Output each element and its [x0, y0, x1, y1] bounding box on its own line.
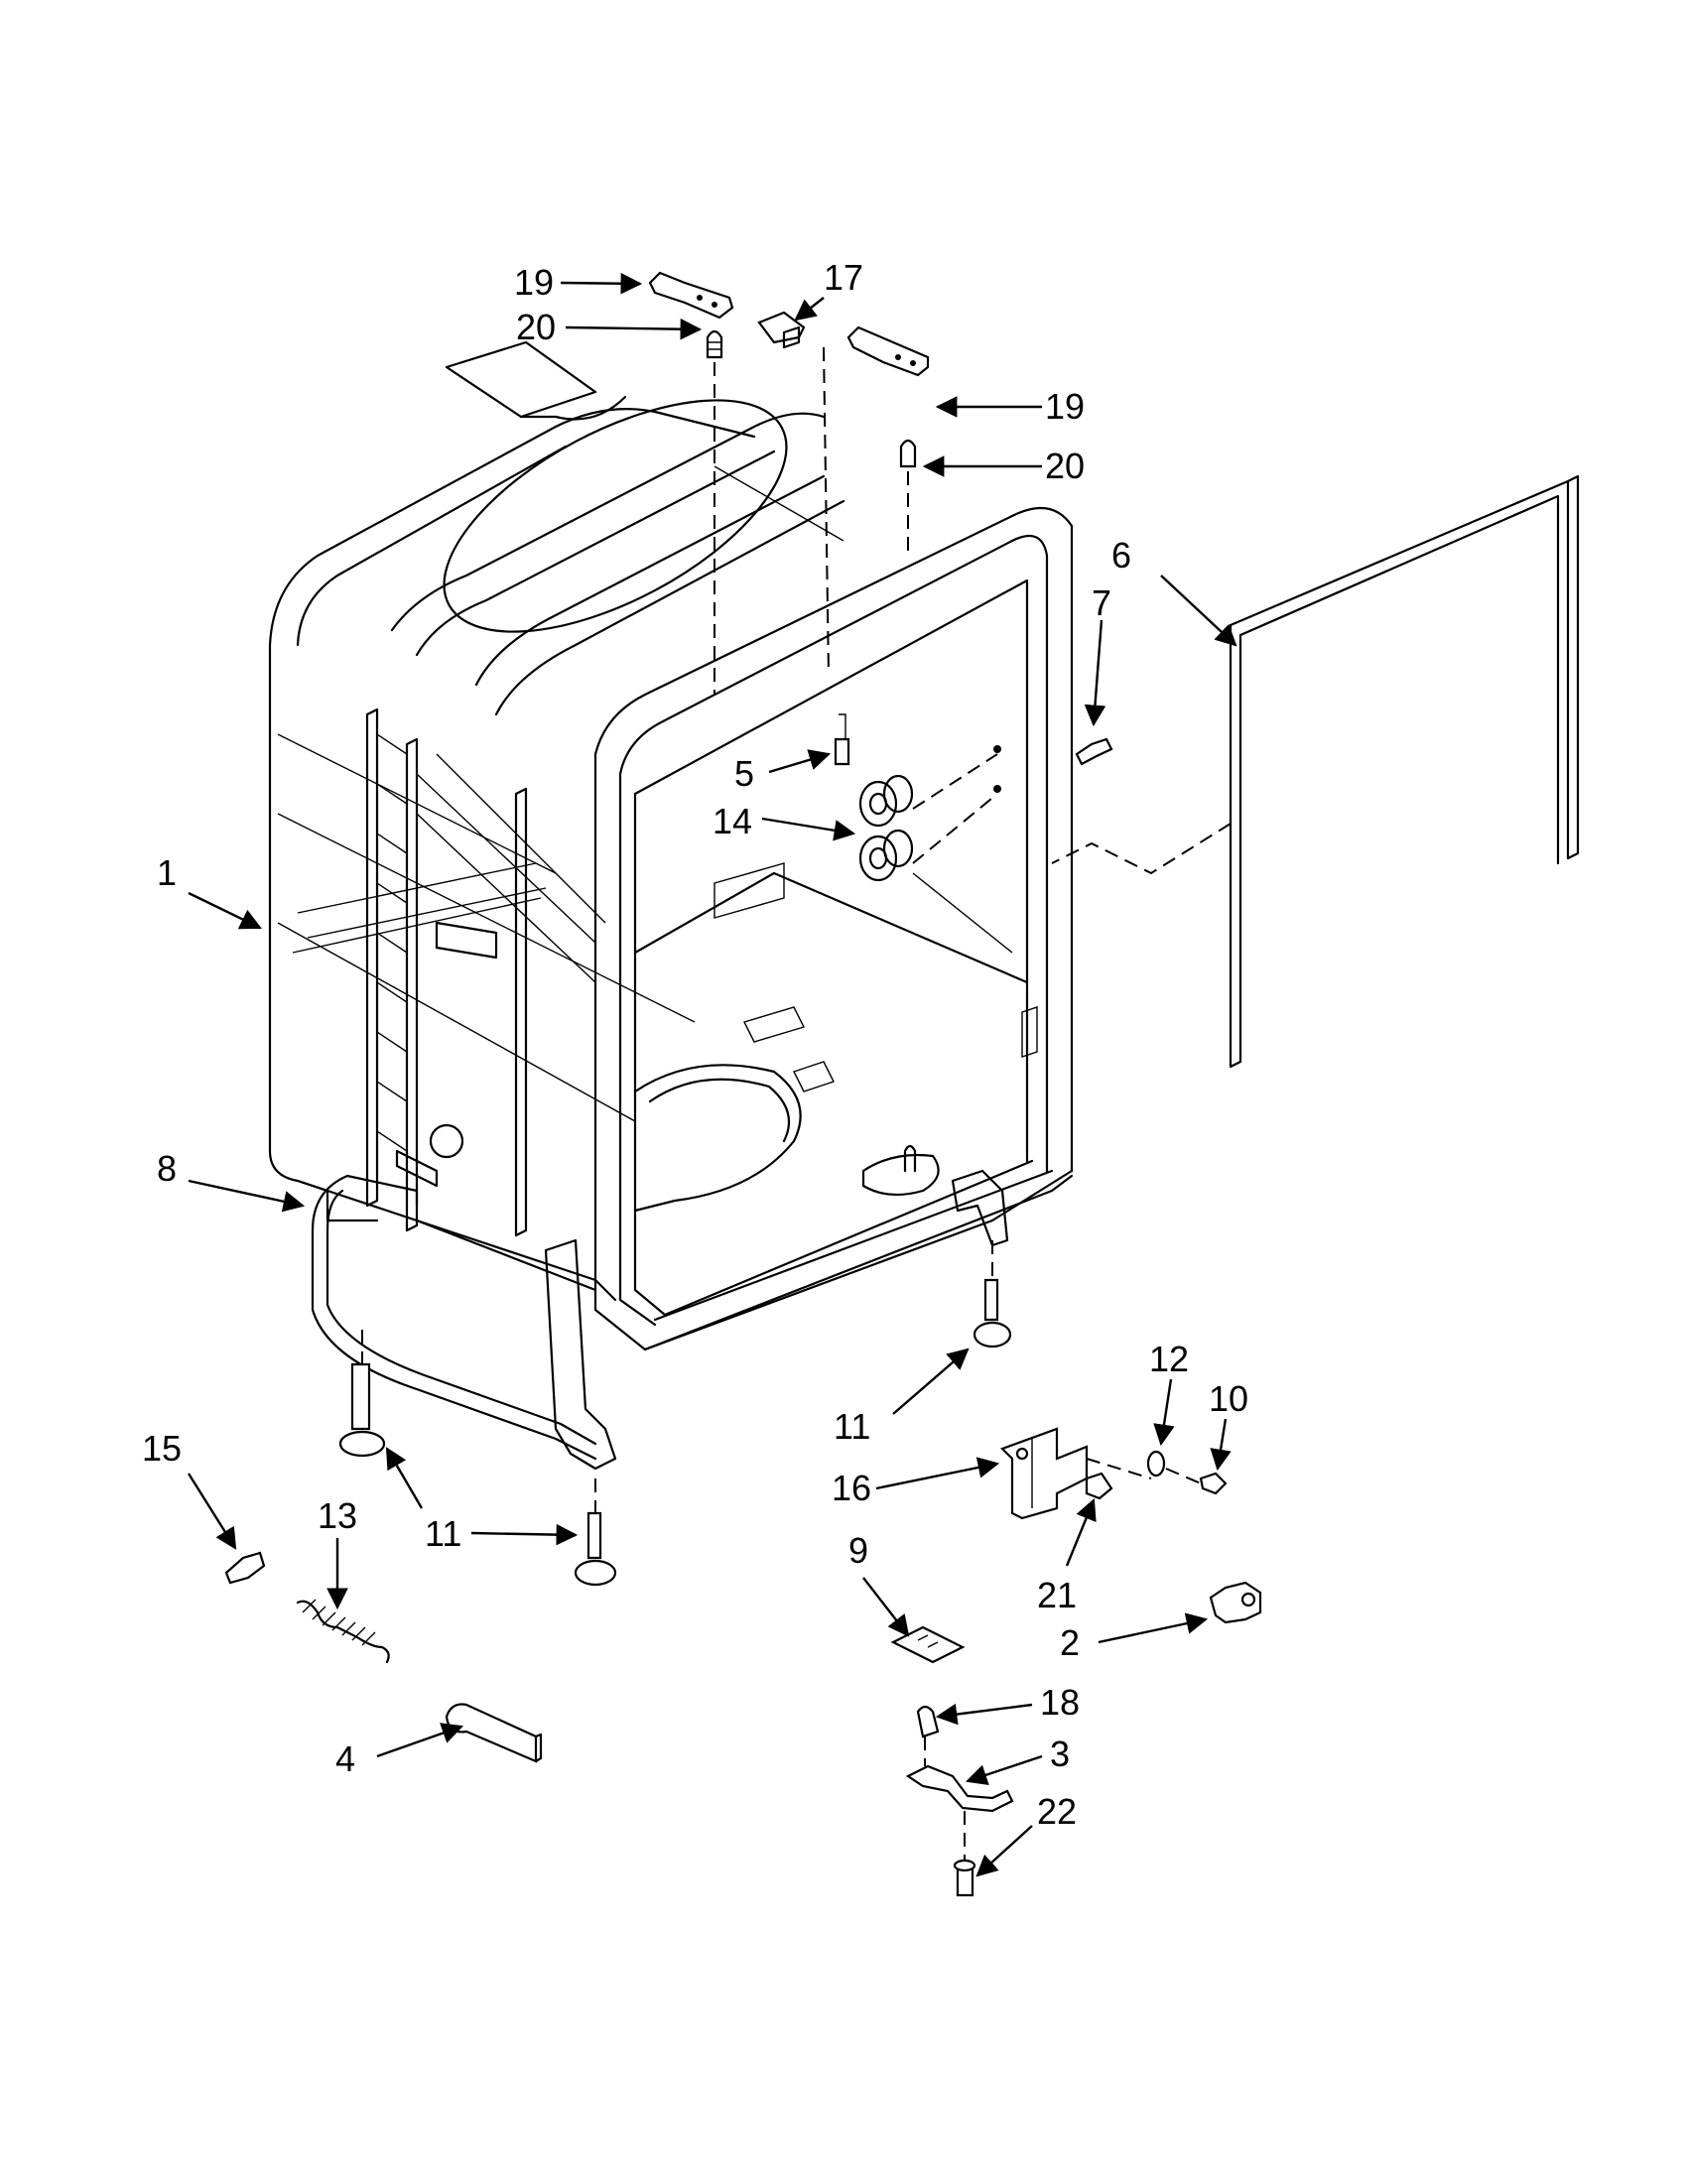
rollers-14 — [858, 774, 914, 882]
clip-17 — [757, 311, 806, 349]
screw-7 — [1075, 737, 1113, 766]
callout-1: 1 — [157, 852, 177, 893]
pad-9 — [890, 1625, 966, 1664]
leveling-leg-11b — [574, 1511, 617, 1587]
leveling-leg-11c — [973, 1278, 1012, 1349]
callout-19b: 19 — [1045, 386, 1085, 427]
callout-4: 4 — [335, 1738, 355, 1779]
callout-11b: 11 — [425, 1513, 461, 1554]
callout-17: 17 — [824, 257, 863, 298]
bracket-16 — [1000, 1427, 1089, 1520]
callout-13: 13 — [318, 1495, 357, 1536]
callout-16: 16 — [832, 1468, 871, 1508]
callout-5: 5 — [734, 753, 754, 794]
screw-10 — [1199, 1472, 1228, 1495]
screw-20b — [899, 439, 917, 468]
callout-6: 6 — [1111, 535, 1131, 576]
callout-7: 7 — [1092, 582, 1111, 623]
screw-20a — [706, 329, 723, 359]
callout-2: 2 — [1060, 1622, 1080, 1663]
bracket-19b — [846, 325, 930, 377]
callout-19a: 19 — [514, 262, 554, 303]
hose-8 — [311, 1174, 597, 1461]
door-gasket — [1051, 474, 1580, 1069]
bracket-19a — [648, 271, 734, 320]
spring-13 — [296, 1599, 390, 1664]
screw-22 — [953, 1859, 976, 1897]
callout-21: 21 — [1037, 1575, 1077, 1615]
washer-12 — [1146, 1450, 1166, 1477]
callout-12: 12 — [1149, 1339, 1189, 1379]
latch-2 — [1209, 1581, 1262, 1624]
screw-15 — [224, 1551, 266, 1585]
callout-20b: 20 — [1045, 446, 1085, 486]
callout-10: 10 — [1209, 1378, 1248, 1419]
callout-22: 22 — [1037, 1791, 1077, 1832]
callout-8: 8 — [157, 1148, 177, 1189]
leveling-leg-11a — [338, 1362, 386, 1458]
clip-18 — [916, 1705, 940, 1738]
callout-labels: 19 17 20 19 20 6 7 5 14 1 8 11 12 10 15 … — [142, 257, 1248, 1832]
callout-14: 14 — [713, 801, 752, 841]
callout-18: 18 — [1040, 1682, 1080, 1723]
tub-assembly — [268, 340, 1074, 1471]
callout-15: 15 — [142, 1428, 182, 1469]
callout-11a: 11 — [834, 1406, 870, 1447]
callout-20a: 20 — [516, 307, 556, 347]
bracket-3 — [905, 1764, 1014, 1813]
screw-5 — [834, 713, 850, 766]
screw-21 — [1085, 1472, 1113, 1500]
callout-9: 9 — [848, 1530, 868, 1571]
callout-3: 3 — [1050, 1734, 1070, 1774]
pad-4 — [445, 1703, 543, 1763]
leader-lines — [187, 272, 1237, 1877]
rack-guide-frame — [292, 707, 606, 1237]
